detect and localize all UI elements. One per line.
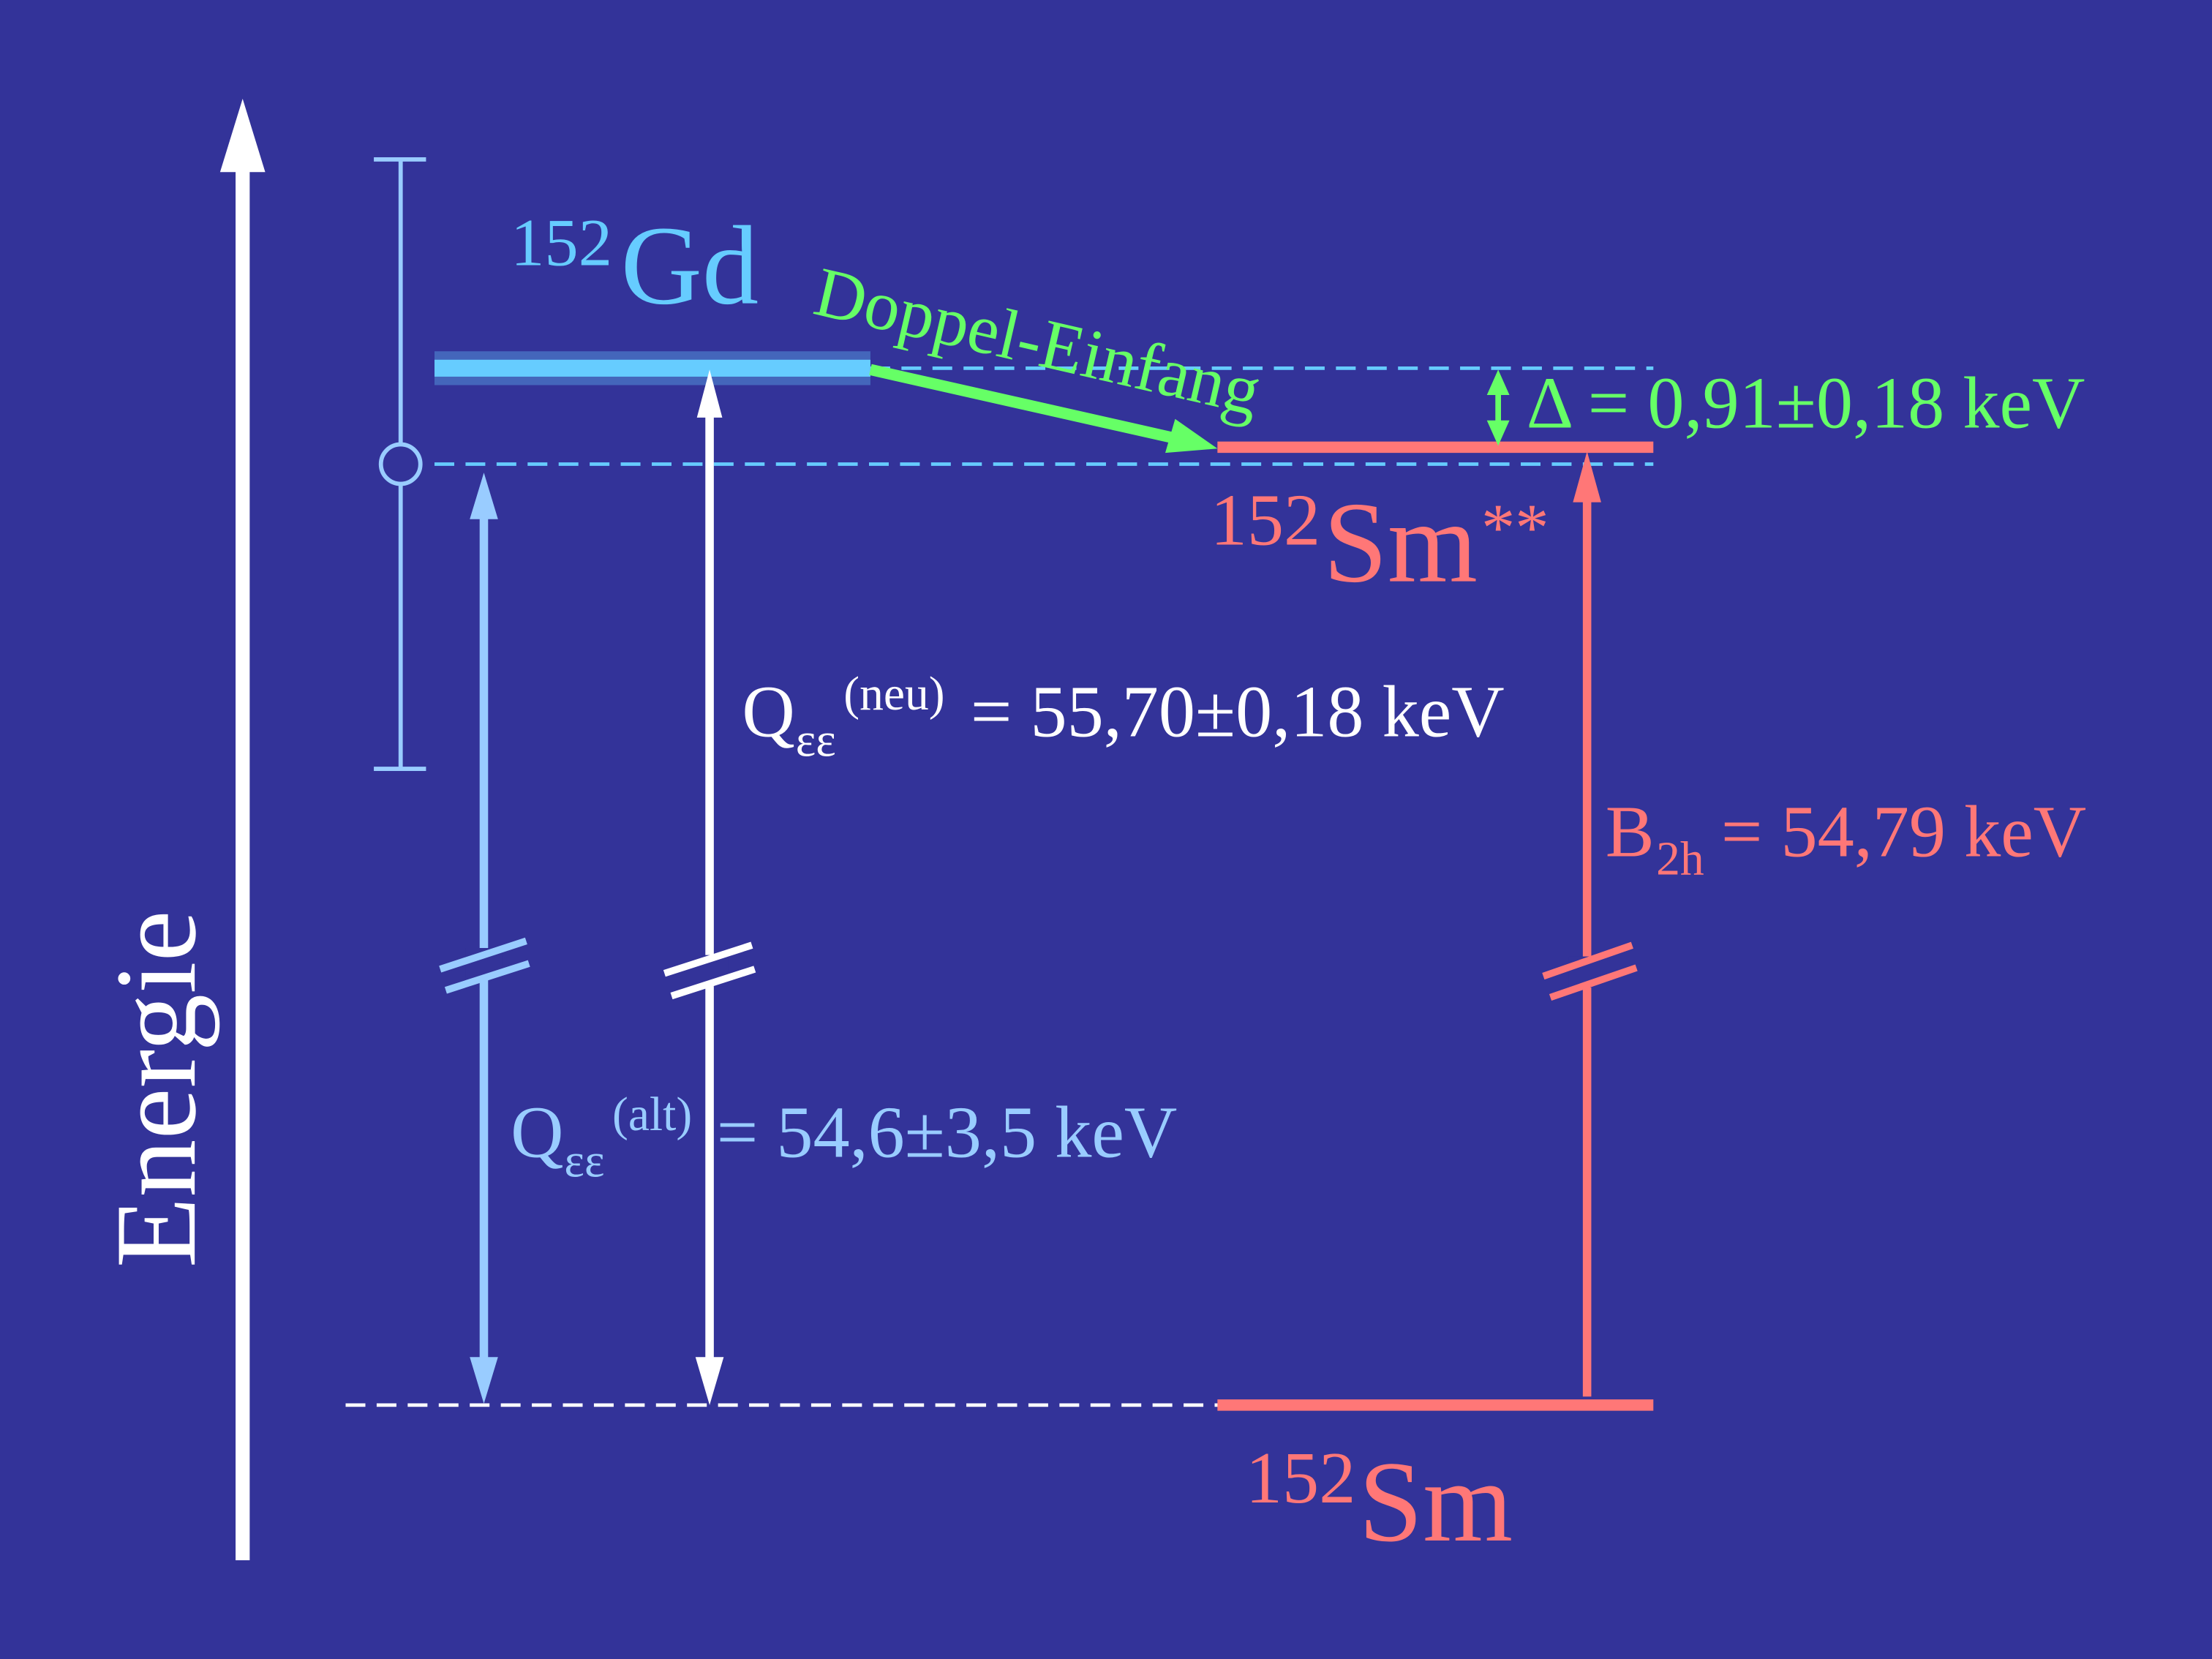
q-new-arrow <box>663 369 756 1405</box>
sm-ground-mass-number: 152 <box>1246 1437 1355 1519</box>
q-old-error-bar <box>374 157 426 771</box>
axis-arrowhead-icon <box>219 99 266 173</box>
binding-value: = 54,79 keV <box>1721 791 2086 873</box>
gd-level <box>434 351 870 385</box>
q-old-value: = 54,6±3,5 keV <box>717 1091 1178 1173</box>
binding-symbol: B <box>1606 791 1655 873</box>
sm-ground-symbol: Sm <box>1358 1438 1513 1566</box>
delta-value: Δ = 0,91±0,18 keV <box>1527 362 2085 443</box>
q-old-arrow <box>439 473 530 1404</box>
q-new-symbol: Q <box>742 672 794 753</box>
sm-excited-mark: ** <box>1481 491 1549 565</box>
energy-axis-label: Energie <box>92 910 220 1268</box>
q-old-superscript: (alt) <box>612 1088 692 1141</box>
q-old-subscript: εε <box>564 1135 604 1187</box>
gd-mass-number: 152 <box>511 206 612 281</box>
energy-axis <box>219 99 266 1560</box>
q-new-superscript: (neu) <box>843 668 944 721</box>
binding-energy-arrow <box>1542 451 1638 1397</box>
q-old-label: Q εε (alt) = 54,6±3,5 keV <box>511 1088 1177 1188</box>
sm-excited-mass-number: 152 <box>1211 479 1320 560</box>
q-old-symbol: Q <box>511 1091 563 1173</box>
sm-excited-symbol: Sm <box>1323 479 1478 607</box>
double-capture-arrow <box>869 364 1218 454</box>
q-new-label: Q εε (neu) = 55,70±0,18 keV <box>742 668 1504 767</box>
gd-symbol: Gd <box>621 204 759 328</box>
binding-subscript: 2h <box>1656 833 1704 886</box>
q-new-subscript: εε <box>796 715 836 767</box>
delta-arrow <box>1486 369 1510 446</box>
binding-energy-label: B 2h = 54,79 keV <box>1606 791 2086 886</box>
q-new-value: = 55,70±0,18 keV <box>971 672 1505 753</box>
